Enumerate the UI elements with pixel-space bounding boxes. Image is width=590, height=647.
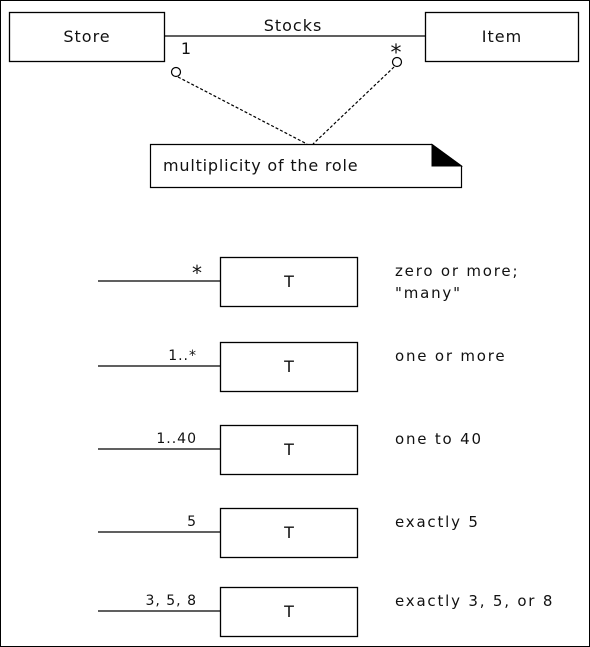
item-class-label: Item [482, 27, 522, 46]
note-folded-corner [431, 143, 464, 167]
example-class-label: T [283, 272, 294, 291]
example-description: exactly 3, 5, or 8 [395, 592, 554, 610]
example-description: one or more [395, 347, 506, 365]
right-multiplicity: * [391, 41, 402, 66]
store-class-box [8, 11, 166, 63]
example-class-box [219, 256, 359, 308]
example-row: T 1..40 one to 40 [98, 424, 483, 476]
example-class-box [219, 586, 359, 638]
example-class-label: T [283, 357, 294, 376]
note-box [149, 143, 463, 189]
left-anchor-circle [170, 66, 182, 78]
note-text: multiplicity of the role [163, 156, 358, 175]
item-class-box [424, 11, 580, 63]
example-multiplicity: 5 [187, 514, 197, 530]
example-row: T 5 exactly 5 [98, 507, 480, 559]
example-row: T 1..* one or more [98, 341, 506, 393]
multiplicity-examples: T*zero or more;"many"T1..*one or moreT1.… [98, 256, 554, 638]
example-class-label: T [283, 602, 294, 621]
example-description: one to 40 [395, 430, 483, 448]
right-note-connector [312, 66, 395, 145]
example-description: exactly 5 [395, 513, 480, 531]
example-class-label: T [283, 523, 294, 542]
example-description: "many" [395, 284, 462, 302]
example-row: T * zero or more; "many" [98, 256, 519, 308]
store-class-label: Store [63, 27, 110, 46]
example-multiplicity: 3, 5, 8 [145, 593, 197, 609]
example-multiplicity: * [192, 261, 202, 285]
left-multiplicity: 1 [181, 39, 191, 58]
example-row: T 3, 5, 8 exactly 3, 5, or 8 [98, 586, 554, 638]
example-multiplicity: 1..40 [156, 431, 197, 447]
example-class-label: T [283, 440, 294, 459]
example-multiplicity: 1..* [168, 348, 197, 364]
example-class-box [219, 424, 359, 476]
example-description: zero or more; [395, 262, 519, 280]
example-class-box [219, 507, 359, 559]
left-note-connector [177, 76, 308, 145]
right-anchor-circle [391, 56, 403, 68]
example-class-box [219, 341, 359, 393]
association-name: Stocks [264, 16, 323, 35]
